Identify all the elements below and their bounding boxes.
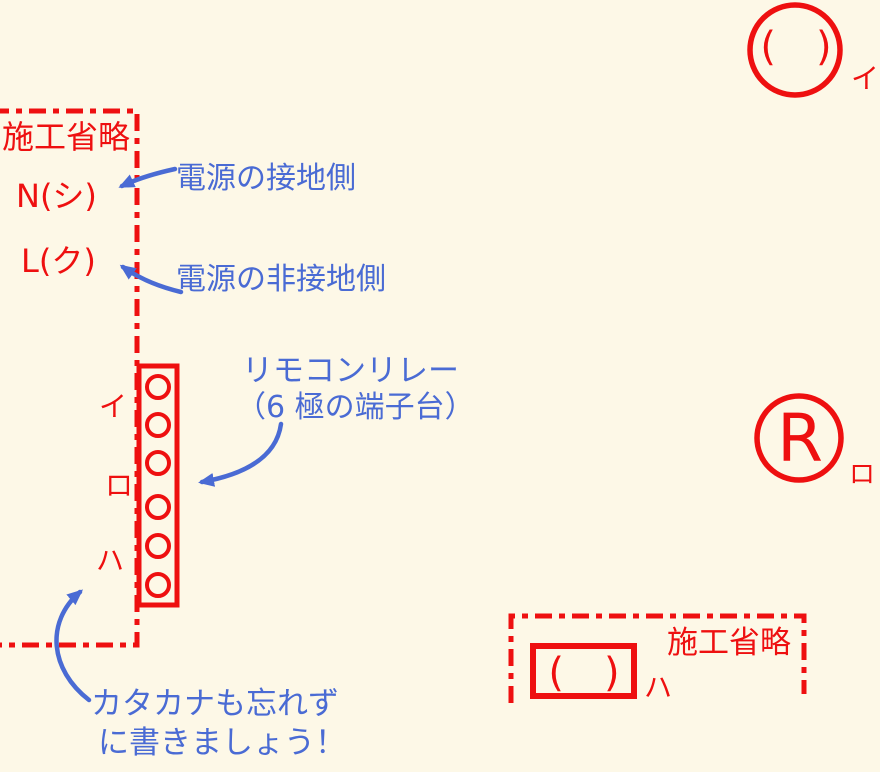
katakana-note-arrow (54, 589, 92, 703)
remote-relay-letter: R (777, 400, 823, 477)
relay-note-line1: リモコンリレー (242, 353, 459, 389)
relay-note-line2: （6 極の端子台） (236, 390, 475, 425)
terminal-screw (145, 374, 171, 400)
grounded-side-note: 電源の接地側 (176, 161, 356, 196)
terminal-screw (145, 533, 171, 559)
live-source-label: L(ク) (21, 242, 96, 280)
omission-box-bottom-border (508, 613, 807, 703)
katakana-note-line2: に書きましょう！ (98, 725, 346, 761)
remote-relay-circle (754, 393, 844, 483)
neutral-source-label: N(シ) (16, 177, 97, 215)
bottom-device-parens: ( ) (548, 650, 619, 696)
grounded-side-arrow (118, 166, 178, 189)
lamp-label-i: イ (851, 62, 879, 95)
omission-box-left-title: 施工省略 (2, 118, 130, 156)
remote-relay-label-ro: ロ (849, 460, 875, 490)
ungrounded-side-note: 電源の非接地側 (176, 262, 386, 297)
omission-box-bottom-title: 施工省略 (667, 625, 791, 661)
terminal-screw (145, 494, 171, 520)
terminal-screw (145, 412, 171, 438)
relay-note-arrow (198, 421, 284, 487)
katakana-note-line1: カタカナも忘れず (91, 686, 339, 722)
terminal-label-ha: ハ (96, 544, 124, 577)
terminal-screw (145, 450, 171, 476)
lamp-symbol-parens: ( ) (760, 24, 831, 70)
terminal-label-i: イ (99, 390, 127, 423)
terminal-label-ro: ロ (105, 469, 133, 502)
terminal-block (136, 363, 180, 608)
terminal-screw (145, 572, 171, 598)
bottom-device-box (530, 643, 637, 699)
ungrounded-side-arrow (119, 264, 184, 295)
lamp-symbol-circle (747, 2, 843, 98)
bottom-device-label-ha: ハ (644, 671, 672, 704)
